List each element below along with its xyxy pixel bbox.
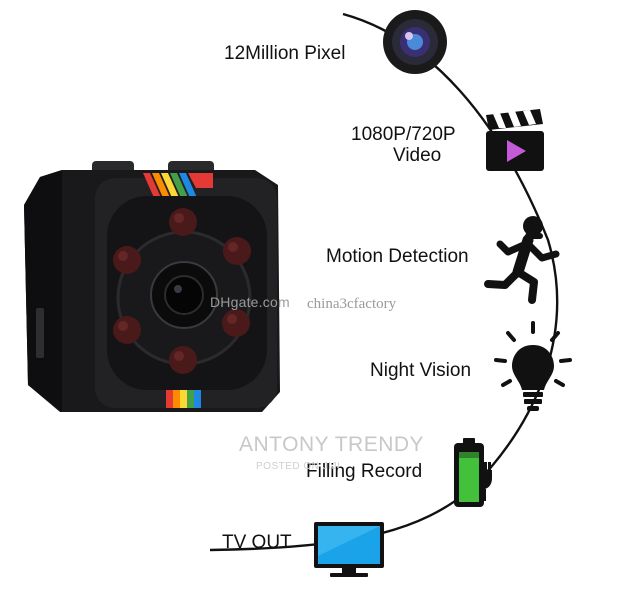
feature-label-pixel: 12Million Pixel xyxy=(224,43,346,64)
watermark-shop: china3cfactory xyxy=(307,296,397,312)
clapperboard-video-icon xyxy=(486,109,544,171)
watermark-brand: ANTONY TRENDY xyxy=(239,433,425,456)
feature-label-night: Night Vision xyxy=(370,360,472,381)
camera-lens xyxy=(150,261,218,329)
feature-label-video-line2: Video xyxy=(393,145,442,166)
mini-camera xyxy=(24,161,280,412)
watermark-posted: POSTED ON JIJI xyxy=(256,461,341,472)
feature-label-motion: Motion Detection xyxy=(326,246,469,267)
tv-monitor-icon xyxy=(314,522,384,577)
battery-charging-icon xyxy=(454,438,492,507)
feature-label-record: Filling Record xyxy=(306,461,423,482)
running-person-icon xyxy=(484,216,560,304)
sd-card-slot xyxy=(36,308,44,358)
rainbow-stripe-top xyxy=(143,173,213,200)
feature-label-tv: TV OUT xyxy=(222,532,292,553)
rainbow-stripe-bottom xyxy=(166,390,201,408)
feature-label-video-line1: 1080P/720P xyxy=(351,124,456,145)
light-bulb-icon xyxy=(494,321,572,411)
camera-lens-icon xyxy=(383,10,447,74)
watermark-site: DHgate.com xyxy=(210,294,290,310)
